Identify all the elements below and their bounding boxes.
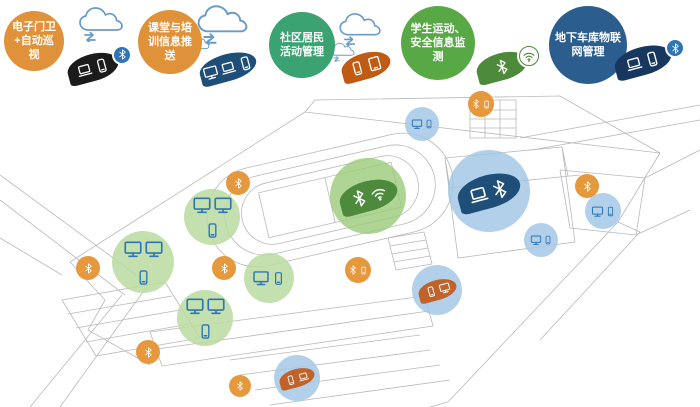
laptop-icon bbox=[470, 185, 489, 203]
sensor-marker bbox=[212, 256, 236, 280]
monitor-icon bbox=[253, 271, 269, 286]
hub-marker bbox=[330, 158, 406, 234]
devices-marker bbox=[112, 231, 174, 293]
monitor-icon bbox=[411, 119, 422, 129]
phone-icon bbox=[274, 271, 283, 285]
devices-marker bbox=[585, 193, 621, 229]
bluetooth-icon bbox=[234, 177, 242, 189]
bluetooth-icon bbox=[496, 58, 508, 74]
callout-label: 学生运动、安全信息监测 bbox=[410, 22, 466, 64]
bluetooth-icon bbox=[583, 180, 591, 192]
sensor-marker bbox=[76, 256, 100, 280]
devices-marker bbox=[524, 223, 558, 257]
sports-monitoring-devices bbox=[473, 45, 539, 86]
phone-icon bbox=[240, 55, 251, 70]
callout-garage-iot: 地下车库物联网管理 bbox=[549, 6, 627, 84]
phone-icon bbox=[607, 206, 613, 216]
phone-icon bbox=[426, 286, 434, 298]
hub-marker bbox=[448, 150, 530, 232]
monitor-icon bbox=[437, 282, 450, 294]
device-leaf bbox=[473, 46, 531, 86]
cloud-icon-wrap bbox=[338, 12, 382, 51]
monitor-icon bbox=[591, 206, 603, 217]
monitor-icon bbox=[123, 240, 142, 257]
laptop-icon bbox=[77, 62, 93, 77]
laptop-icon bbox=[221, 60, 237, 74]
callout-electronic-gatekeeper: 电子门卫+自动巡视 bbox=[4, 11, 64, 71]
monitor-icon bbox=[213, 197, 232, 214]
bluetooth-icon bbox=[118, 49, 126, 60]
phone-icon bbox=[96, 57, 107, 72]
monitor-icon bbox=[144, 240, 163, 257]
callout-student-safety-monitoring: 学生运动、安全信息监测 bbox=[401, 6, 475, 80]
bluetooth-icon bbox=[352, 190, 365, 207]
garage-devices bbox=[611, 39, 683, 83]
bluetooth-icon bbox=[237, 381, 243, 391]
classroom-devices bbox=[196, 46, 260, 88]
callout-label: 地下车库物联网管理 bbox=[555, 31, 621, 58]
phone-icon bbox=[426, 119, 431, 129]
callout-label: 社区居民活动管理 bbox=[280, 31, 324, 58]
bluetooth-icon bbox=[84, 262, 92, 274]
device-leaf bbox=[335, 173, 401, 219]
cloud-sync-icon bbox=[197, 5, 248, 47]
device-leaf bbox=[415, 275, 459, 305]
bluetooth-icon bbox=[473, 99, 479, 109]
tablet-icon bbox=[368, 56, 382, 72]
phone-icon bbox=[646, 51, 658, 67]
phone-icon bbox=[201, 324, 209, 339]
cloud-icon-wrap bbox=[78, 6, 124, 47]
phone-icon bbox=[287, 374, 295, 385]
callout-label: 课堂与培训信息推送 bbox=[148, 21, 192, 63]
sensor-marker bbox=[226, 171, 250, 195]
phone-icon bbox=[484, 100, 489, 108]
monitor-icon bbox=[202, 64, 218, 79]
hub-marker bbox=[274, 355, 320, 401]
device-leaf bbox=[338, 46, 394, 86]
bluetooth-icon bbox=[220, 262, 228, 274]
devices-marker bbox=[184, 189, 240, 245]
bluetooth-icon bbox=[350, 265, 356, 275]
phone-icon bbox=[361, 266, 366, 274]
wifi-icon bbox=[523, 52, 535, 62]
sensor-marker bbox=[468, 91, 494, 117]
callout-classroom-training: 课堂与培训信息推送 bbox=[138, 10, 202, 74]
wifi-icon bbox=[370, 189, 385, 201]
wifi-badge bbox=[519, 45, 539, 66]
sensor-marker bbox=[136, 340, 160, 364]
bluetooth-icon bbox=[492, 179, 507, 198]
bluetooth-badge bbox=[114, 46, 130, 63]
devices-marker bbox=[405, 107, 439, 141]
devices-marker bbox=[177, 290, 233, 346]
bluetooth-badge bbox=[667, 40, 683, 56]
bluetooth-icon bbox=[144, 346, 152, 358]
laptop-icon bbox=[626, 56, 643, 71]
callout-community-activity: 社区居民活动管理 bbox=[269, 12, 335, 78]
gatekeeper-devices bbox=[64, 46, 130, 87]
bluetooth-icon bbox=[671, 42, 679, 54]
sensor-marker bbox=[229, 375, 251, 397]
laptop-icon bbox=[298, 371, 309, 381]
cloud-sync-icon bbox=[79, 7, 123, 44]
device-leaf bbox=[611, 39, 675, 83]
phone-icon bbox=[139, 269, 147, 285]
phone-icon bbox=[208, 223, 216, 238]
monitor-icon bbox=[530, 235, 541, 245]
monitor-icon bbox=[185, 298, 204, 315]
cloud-icon-wrap bbox=[196, 4, 249, 50]
device-leaf bbox=[64, 47, 122, 87]
device-leaf bbox=[277, 364, 317, 392]
device-leaf bbox=[453, 166, 525, 216]
cloud-sync-icon bbox=[339, 13, 381, 48]
hub-marker bbox=[412, 265, 462, 315]
monitor-icon bbox=[206, 298, 225, 315]
device-leaf bbox=[196, 46, 260, 88]
monitor-icon bbox=[192, 197, 211, 214]
callout-label: 电子门卫+自动巡视 bbox=[12, 20, 56, 62]
devices-marker bbox=[244, 253, 294, 303]
phone-icon bbox=[545, 235, 550, 245]
sensor-marker bbox=[345, 257, 371, 283]
phone-icon bbox=[352, 61, 363, 76]
community-devices bbox=[338, 46, 394, 86]
